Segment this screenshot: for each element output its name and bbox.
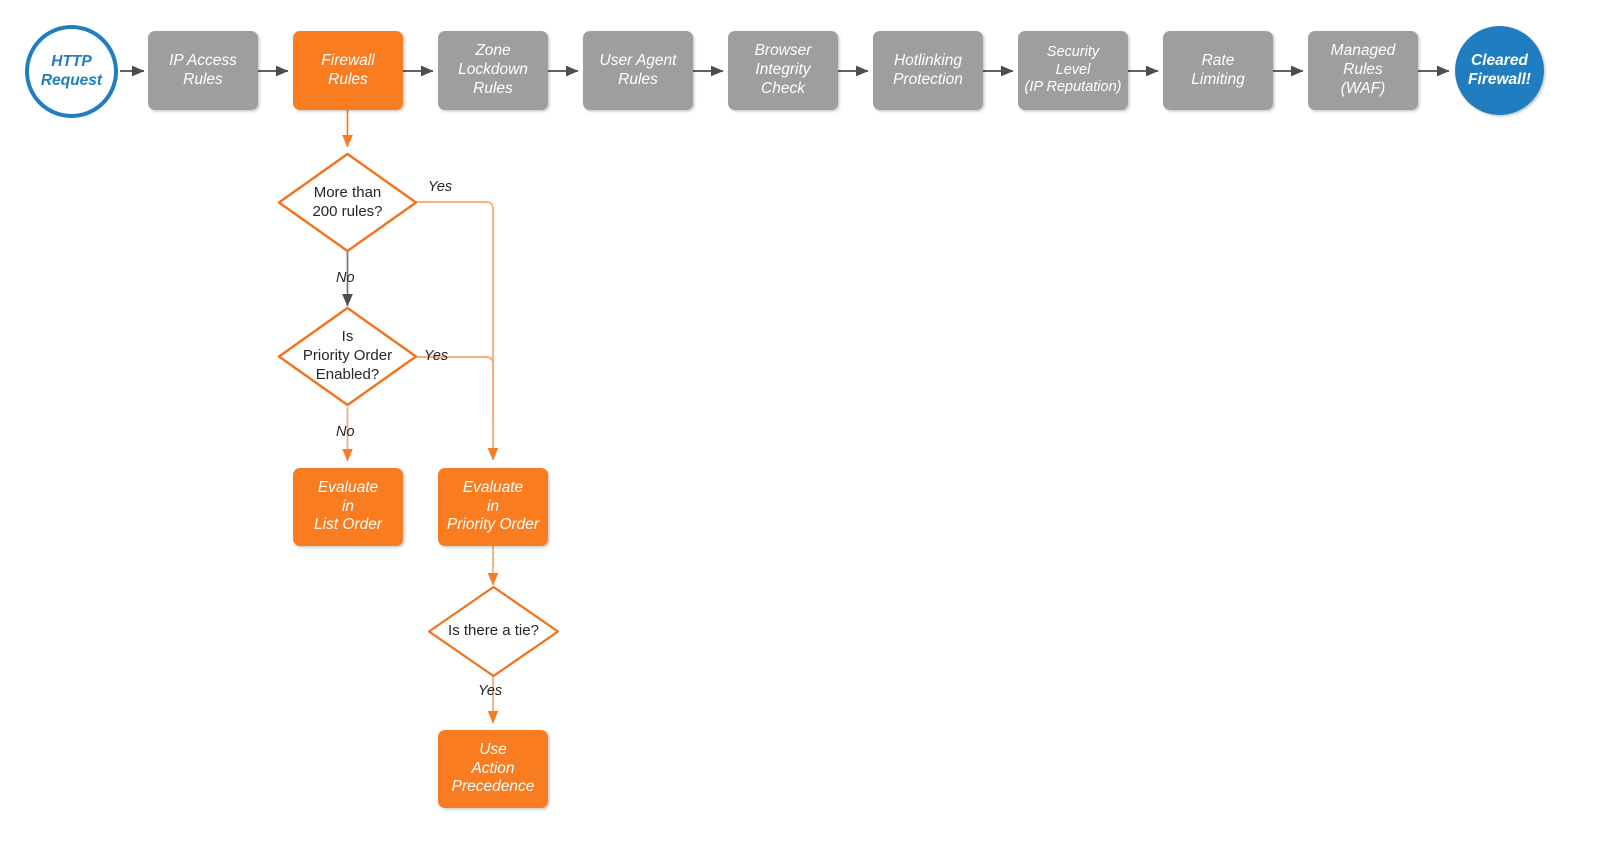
node-cleared-firewall-label: Cleared Firewall!	[1468, 51, 1531, 88]
node-is-priority-order-enabled[interactable]: Is Priority Order Enabled?	[277, 306, 418, 407]
node-ip-access-rules-label: IP Access Rules	[169, 51, 237, 88]
diamond-shape	[277, 306, 418, 407]
node-user-agent-rules[interactable]: User Agent Rules	[583, 31, 693, 110]
node-use-action-precedence[interactable]: Use Action Precedence	[438, 730, 548, 808]
node-is-there-a-tie[interactable]: Is there a tie?	[427, 585, 560, 678]
node-evaluate-in-list-order[interactable]: Evaluate in List Order	[293, 468, 403, 546]
node-hotlinking-protection-label: Hotlinking Protection	[893, 51, 963, 88]
node-rate-limiting[interactable]: Rate Limiting	[1163, 31, 1273, 110]
node-firewall-rules[interactable]: Firewall Rules	[293, 31, 403, 110]
node-browser-integrity-check[interactable]: Browser Integrity Check	[728, 31, 838, 110]
edge-label-more-than-200-no: No	[336, 270, 355, 286]
node-evaluate-in-priority-order-label: Evaluate in Priority Order	[446, 478, 540, 534]
node-managed-rules-waf-label: Managed Rules (WAF)	[1330, 42, 1396, 97]
diamond-shape	[277, 152, 418, 253]
node-zone-lockdown-rules-label: Zone Lockdown Rules	[458, 42, 528, 97]
node-security-level-label: Security Level (IP Reputation)	[1024, 43, 1122, 96]
edge-priority-order-yes	[417, 356, 494, 420]
node-rate-limiting-label: Rate Limiting	[1191, 51, 1245, 88]
node-managed-rules-waf[interactable]: Managed Rules (WAF)	[1308, 31, 1418, 110]
node-more-than-200-rules-label: More than 200 rules?	[312, 183, 383, 220]
node-evaluate-in-list-order-label: Evaluate in List Order	[313, 478, 383, 534]
edge-label-priority-order-yes: Yes	[424, 348, 449, 364]
node-firewall-rules-label: Firewall Rules	[321, 51, 375, 88]
node-http-request[interactable]: HTTP Request	[25, 25, 118, 118]
edge-more-than-200-yes	[417, 201, 499, 461]
node-hotlinking-protection[interactable]: Hotlinking Protection	[873, 31, 983, 110]
node-http-request-label: HTTP Request	[40, 52, 103, 89]
node-use-action-precedence-label: Use Action Precedence	[451, 740, 535, 796]
edge-label-priority-order-no: No	[336, 424, 355, 440]
node-ip-access-rules[interactable]: IP Access Rules	[148, 31, 258, 110]
edge-label-more-than-200-yes: Yes	[428, 179, 453, 195]
node-security-level[interactable]: Security Level (IP Reputation)	[1018, 31, 1128, 110]
node-cleared-firewall[interactable]: Cleared Firewall!	[1455, 26, 1544, 115]
node-is-there-a-tie-label: Is there a tie?	[448, 622, 539, 640]
node-zone-lockdown-rules[interactable]: Zone Lockdown Rules	[438, 31, 548, 110]
node-browser-integrity-check-label: Browser Integrity Check	[754, 42, 812, 97]
node-user-agent-rules-label: User Agent Rules	[599, 51, 677, 88]
edge-label-is-tie-yes: Yes	[478, 683, 503, 699]
diamond-shape	[427, 585, 560, 678]
node-is-priority-order-enabled-label: Is Priority Order Enabled?	[302, 328, 393, 383]
node-more-than-200-rules[interactable]: More than 200 rules?	[277, 152, 418, 253]
node-evaluate-in-priority-order[interactable]: Evaluate in Priority Order	[438, 468, 548, 546]
